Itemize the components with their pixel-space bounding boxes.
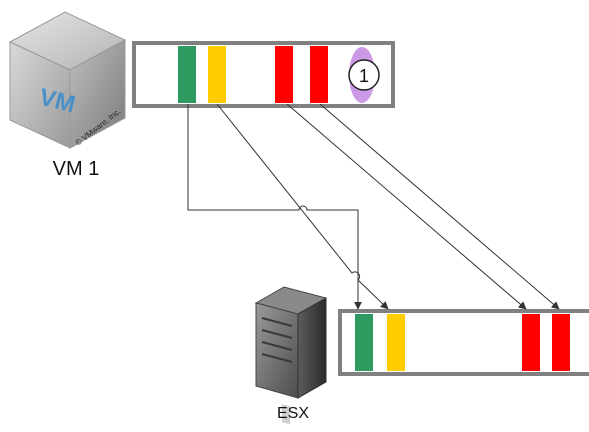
esx-server-icon [254,286,328,425]
vm-yellow-block [208,46,226,103]
marker-number: 1 [359,66,369,86]
esx-label: ESX [276,405,309,422]
green-mapping-arrow [187,104,362,310]
vm-cube-icon: VM © VMware, Inc. [8,11,127,149]
vm-label: VM 1 [52,158,100,180]
esx-green-block [355,314,373,371]
esx-yellow-block [387,314,405,371]
vm-green-block [178,46,196,103]
red-mapping-arrow-2 [319,103,560,310]
esx-red-block-2 [552,314,570,371]
yellow-mapping-arrow [216,103,389,310]
esx-red-block-1 [522,314,540,371]
red-mapping-arrow-1 [286,103,527,310]
vm-red-block-1 [275,46,293,103]
marker-1: 1 [348,47,380,103]
vm-red-block-2 [310,46,328,103]
esx-memory-frame [338,309,589,376]
